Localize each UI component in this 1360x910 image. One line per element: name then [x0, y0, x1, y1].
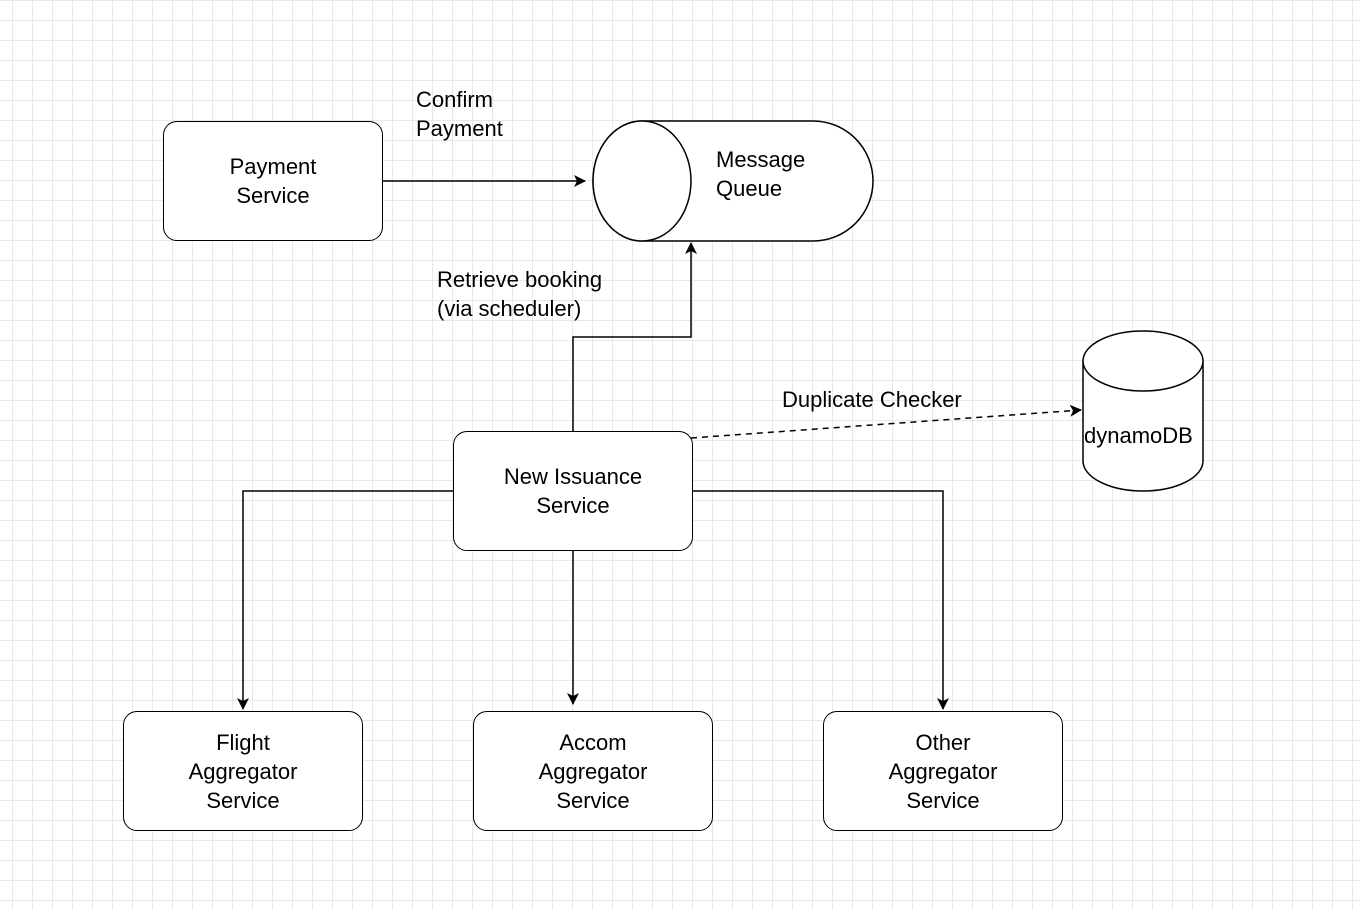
message-queue-label: Message Queue [716, 147, 806, 201]
accom-aggregator-service-label: Accom Aggregator Service [538, 729, 648, 813]
new-issuance-service-node[interactable]: New Issuance Service [453, 431, 693, 551]
edge-issuance-to-dynamodb[interactable] [690, 404, 1082, 439]
dynamodb-shape[interactable] [1082, 330, 1204, 492]
message-queue-shape[interactable] [592, 120, 874, 242]
flight-aggregator-service-node[interactable]: Flight Aggregator Service [123, 711, 363, 831]
accom-aggregator-service-node[interactable]: Accom Aggregator Service [473, 711, 713, 831]
other-aggregator-service-node[interactable]: Other Aggregator Service [823, 711, 1063, 831]
edge-issuance-to-flight[interactable] [237, 490, 453, 710]
flight-aggregator-service-label: Flight Aggregator Service [188, 729, 298, 813]
payment-service-label: Payment Service [229, 154, 317, 208]
edge-issuance-to-queue[interactable] [572, 242, 697, 431]
dynamodb-label: dynamoDB [1084, 423, 1193, 448]
payment-service-node[interactable]: Payment Service [163, 121, 383, 241]
edge-issuance-to-other[interactable] [693, 490, 949, 710]
retrieve-booking-edge-label: Retrieve booking (via scheduler) [437, 267, 603, 321]
duplicate-checker-edge-label: Duplicate Checker [782, 387, 962, 412]
confirm-payment-edge-label: Confirm Payment [416, 87, 503, 141]
new-issuance-service-label: New Issuance Service [503, 464, 643, 518]
other-aggregator-service-label: Other Aggregator Service [888, 729, 998, 813]
